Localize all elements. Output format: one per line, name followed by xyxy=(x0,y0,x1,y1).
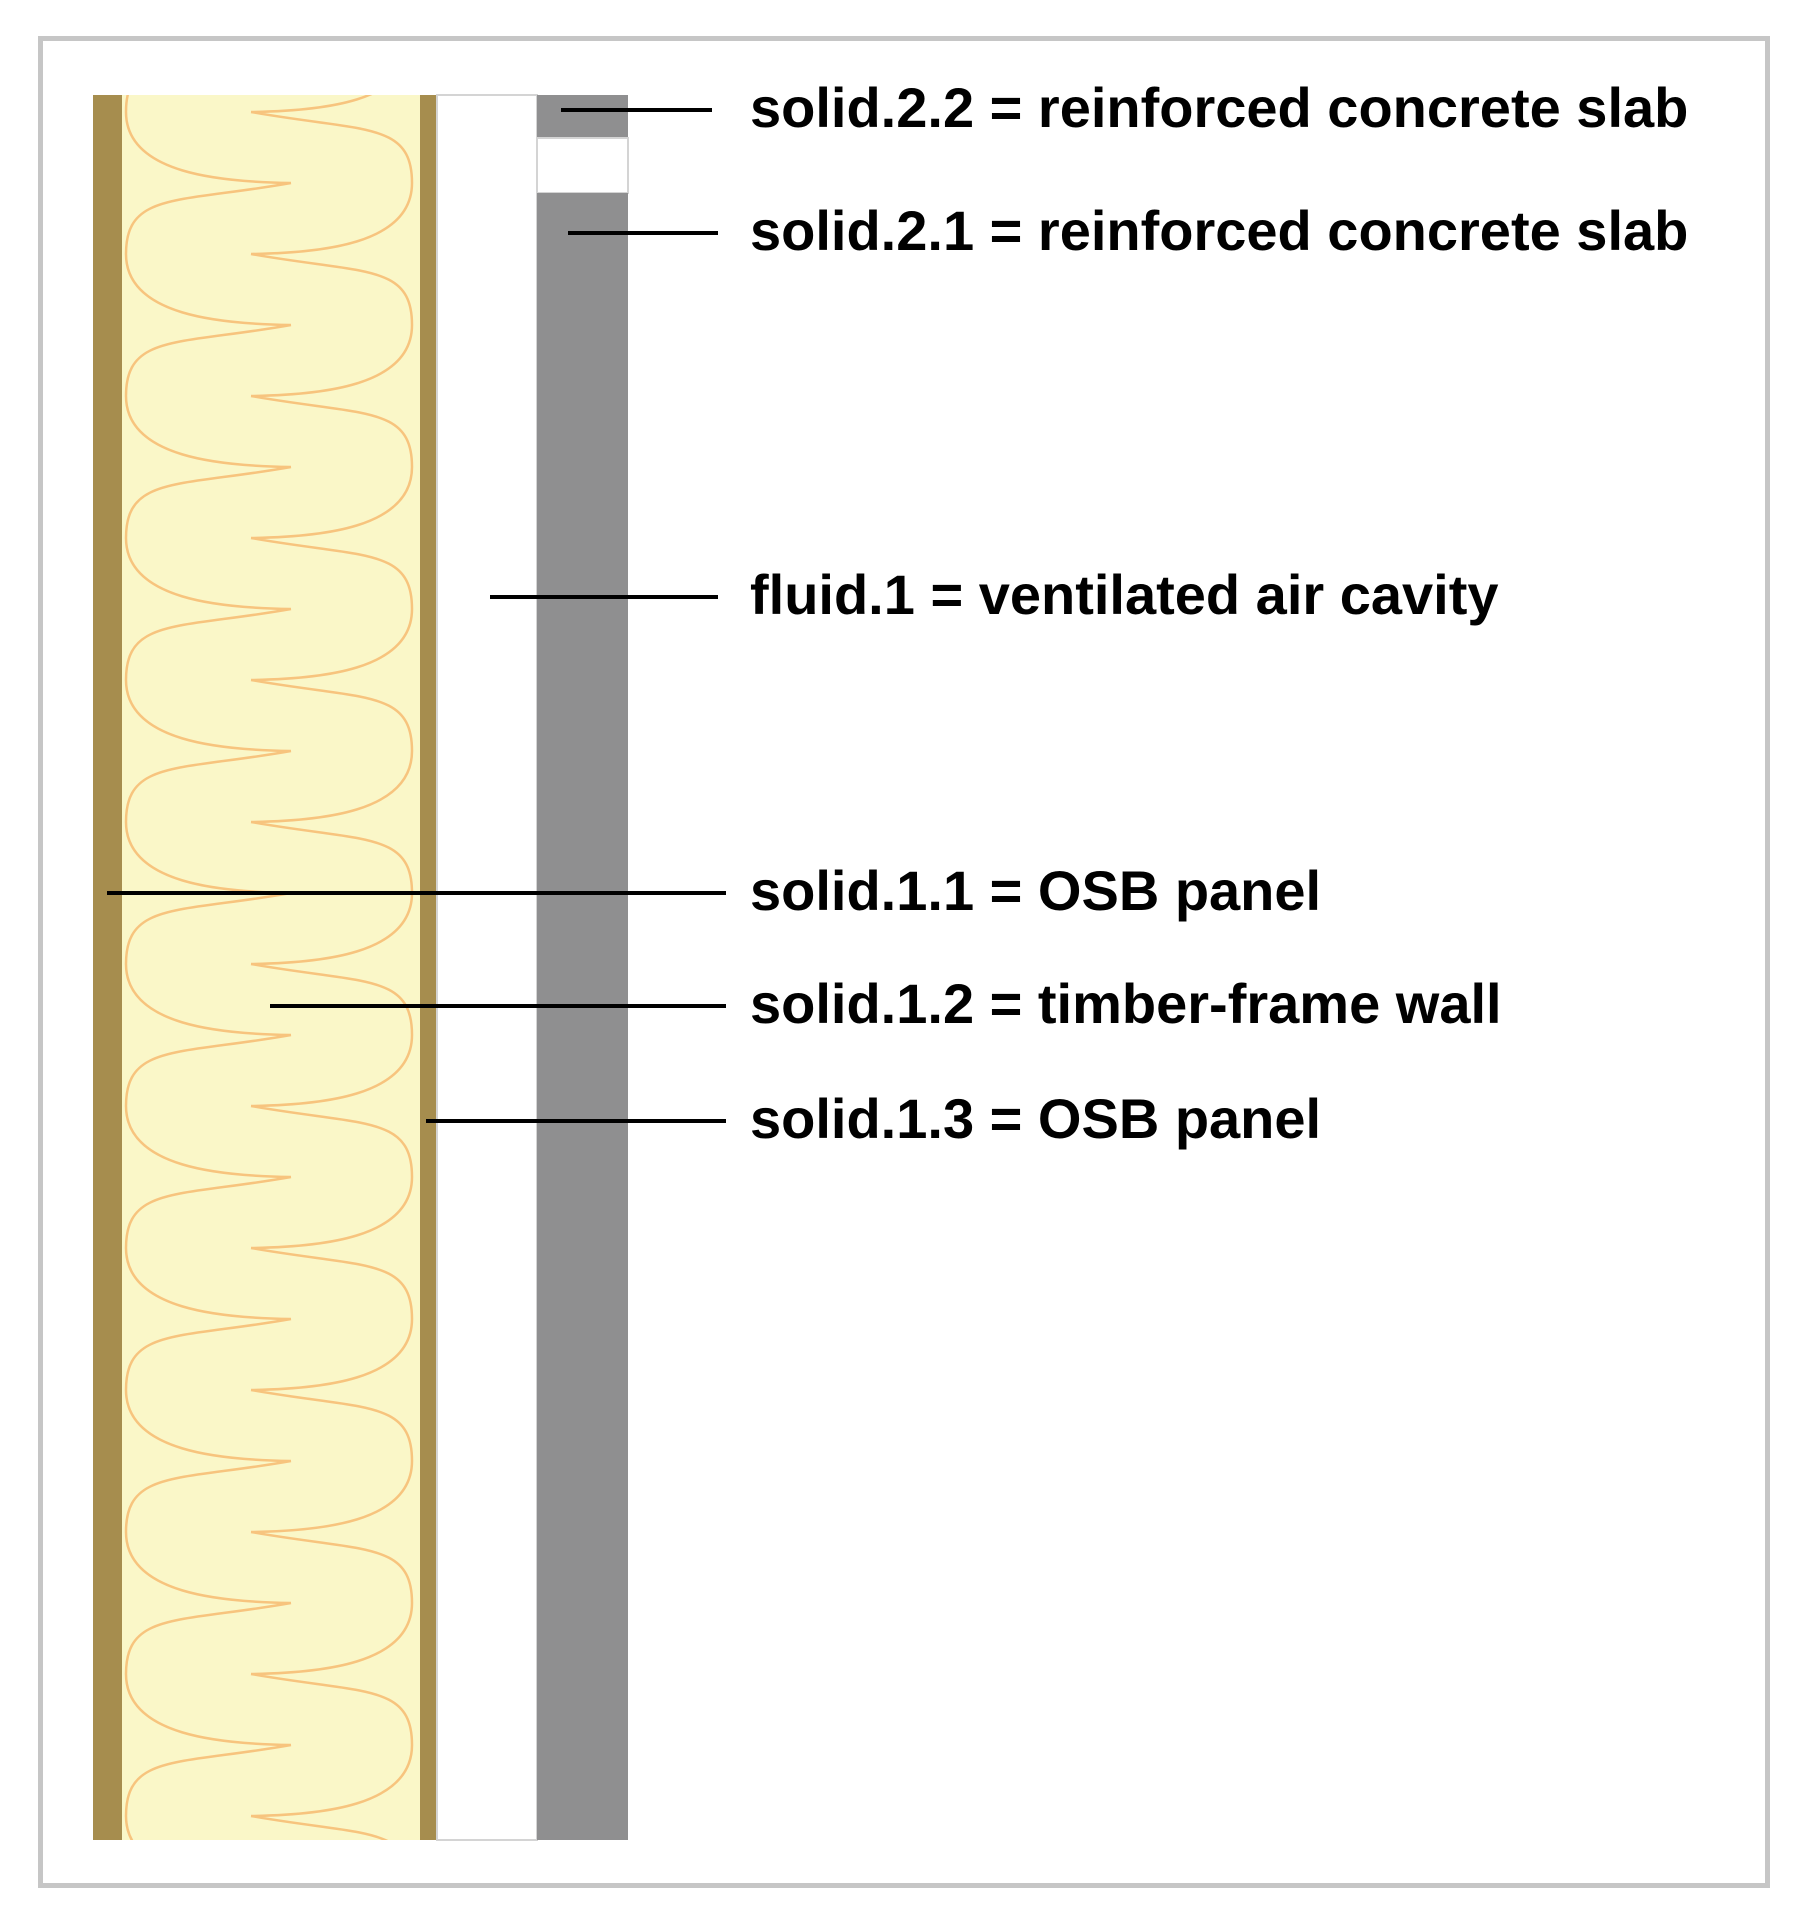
concrete-slab-upper xyxy=(537,95,628,138)
label-solid-1-2: solid.1.2 = timber-frame wall xyxy=(750,972,1502,1035)
concrete-slab-lower xyxy=(537,193,628,1840)
label-solid-1-3: solid.1.3 = OSB panel xyxy=(750,1087,1322,1150)
ventilated-air-cavity xyxy=(436,94,538,1841)
slab-joint-gap xyxy=(536,137,629,194)
label-solid-1-1: solid.1.1 = OSB panel xyxy=(750,859,1322,922)
label-solid-2-2: solid.2.2 = reinforced concrete slab xyxy=(750,76,1689,139)
osb-panel-inner xyxy=(420,95,437,1840)
insulation-loop-path xyxy=(124,95,414,1840)
label-solid-2-1: solid.2.1 = reinforced concrete slab xyxy=(750,199,1689,262)
osb-panel-outer xyxy=(93,95,122,1840)
label-fluid-1: fluid.1 = ventilated air cavity xyxy=(750,563,1499,626)
insulation-pattern xyxy=(124,95,414,1840)
